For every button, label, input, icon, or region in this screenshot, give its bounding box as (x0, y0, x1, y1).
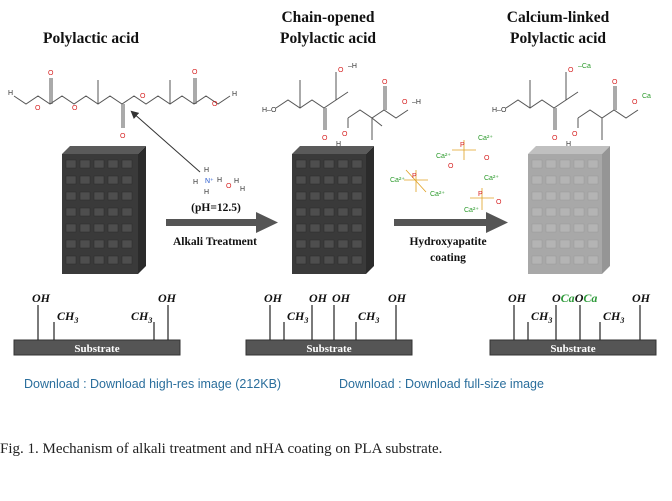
ammonium-hydroxide: H H N⁺ H H O H H (193, 167, 245, 196)
hydroxyapatite-label: Hydroxyapatite (409, 236, 486, 248)
ch3-group: CH3 (358, 309, 379, 325)
substrate-left-label: Substrate (74, 343, 119, 355)
svg-text:P: P (460, 142, 465, 149)
substrate-middle-label: Substrate (306, 343, 351, 355)
chain-opened-atoms: H–O O –H O O H O O –H (262, 63, 421, 148)
svg-text:O: O (568, 67, 574, 74)
calcium-linked-molecule (505, 72, 639, 140)
figure-caption: Fig. 1. Mechanism of alkali treatment an… (0, 441, 443, 457)
svg-text:O: O (322, 135, 328, 142)
oh-group: OH (508, 291, 527, 305)
svg-text:H: H (193, 179, 198, 186)
svg-text:O: O (192, 69, 198, 76)
svg-text:P: P (412, 173, 417, 180)
svg-text:P: P (478, 191, 483, 198)
svg-text:O: O (48, 70, 54, 77)
svg-text:H: H (240, 186, 245, 193)
ph-condition-label: (pH=12.5) (191, 202, 241, 214)
svg-text:O: O (612, 79, 618, 86)
alkali-treatment-arrow (166, 212, 278, 233)
title-calcium-linked-line1: Calcium-linked (507, 9, 610, 26)
svg-text:H: H (217, 177, 222, 184)
svg-text:Ca²⁺: Ca²⁺ (436, 153, 451, 160)
oh-group: OH (158, 291, 177, 305)
svg-text:–H: –H (412, 99, 421, 106)
svg-text:O: O (226, 183, 232, 190)
chain-opened-scaffold (292, 146, 374, 274)
oh-group: OH (632, 291, 651, 305)
svg-text:H–O: H–O (492, 107, 507, 114)
svg-text:Ca²⁺: Ca²⁺ (430, 191, 445, 198)
svg-text:O: O (632, 99, 638, 106)
svg-text:H: H (566, 141, 571, 148)
ch3-group: CH3 (57, 309, 78, 325)
svg-text:H: H (204, 167, 209, 174)
mechanism-figure: Polylactic acid Chain-opened Polylactic … (8, 9, 657, 356)
oh-group: OH (332, 291, 351, 305)
title-calcium-linked-line2: Polylactic acid (510, 30, 606, 47)
title-chain-opened-line1: Chain-opened (281, 9, 374, 26)
svg-text:O: O (140, 93, 146, 100)
calcium-linked-atoms: H–O O –Ca O O H O O Ca (492, 63, 651, 148)
svg-text:Ca²⁺: Ca²⁺ (484, 175, 499, 182)
svg-text:Ca²⁺: Ca²⁺ (464, 207, 479, 214)
download-high-res-link[interactable]: Download : Download high-res image (212K… (24, 377, 282, 391)
svg-text:O: O (120, 133, 126, 140)
svg-text:O: O (382, 79, 388, 86)
pla-scaffold (62, 146, 146, 274)
svg-text:Ca²⁺: Ca²⁺ (390, 177, 405, 184)
svg-text:O: O (35, 105, 41, 112)
substrate-right (489, 305, 657, 356)
oh-group: OH (32, 291, 51, 305)
substrate-left (13, 305, 181, 356)
svg-text:O: O (496, 199, 502, 206)
o-ca-o-ca-group: OCaOCa (552, 291, 597, 305)
pla-molecule (13, 78, 231, 128)
hydroxyapatite-ions: Ca²⁺ Ca²⁺ Ca²⁺ Ca²⁺ Ca²⁺ Ca²⁺ P P P O O … (390, 135, 502, 214)
nucleophilic-attack-arrow (130, 110, 201, 173)
svg-text:H: H (232, 91, 237, 98)
oh-group: OH (309, 291, 328, 305)
svg-text:–H: –H (348, 63, 357, 70)
svg-text:O: O (72, 105, 78, 112)
alkali-treatment-label: Alkali Treatment (173, 236, 257, 248)
svg-text:H: H (204, 189, 209, 196)
svg-text:Ca²⁺: Ca²⁺ (478, 135, 493, 142)
svg-text:O: O (448, 163, 454, 170)
ch3-group: CH3 (287, 309, 308, 325)
hydroxyapatite-coating-arrow (394, 212, 508, 233)
substrate-middle (245, 305, 413, 356)
oh-group: OH (264, 291, 283, 305)
svg-text:H: H (336, 141, 341, 148)
calcium-linked-scaffold (528, 146, 610, 274)
svg-text:O: O (402, 99, 408, 106)
svg-text:O: O (342, 131, 348, 138)
svg-text:O: O (552, 135, 558, 142)
title-chain-opened-line2: Polylactic acid (280, 30, 376, 47)
svg-text:O: O (212, 101, 218, 108)
pla-atoms: H O O O O O O O H (8, 69, 237, 140)
svg-text:H: H (8, 90, 13, 97)
svg-text:O: O (572, 131, 578, 138)
svg-text:–Ca: –Ca (578, 63, 591, 70)
download-full-size-link[interactable]: Download : Download full-size image (339, 377, 544, 391)
title-polylactic-acid: Polylactic acid (43, 30, 139, 47)
oh-group: OH (388, 291, 407, 305)
ch3-group: CH3 (603, 309, 624, 325)
ch3-group: CH3 (131, 309, 152, 325)
substrate-right-label: Substrate (550, 343, 595, 355)
svg-text:Ca: Ca (642, 93, 651, 100)
ch3-group: CH3 (531, 309, 552, 325)
svg-text:H: H (234, 178, 239, 185)
svg-text:O: O (484, 155, 490, 162)
chain-opened-molecule (275, 72, 409, 140)
coating-label: coating (430, 252, 466, 264)
svg-text:O: O (338, 67, 344, 74)
svg-text:N⁺: N⁺ (205, 178, 214, 185)
svg-text:H–O: H–O (262, 107, 277, 114)
